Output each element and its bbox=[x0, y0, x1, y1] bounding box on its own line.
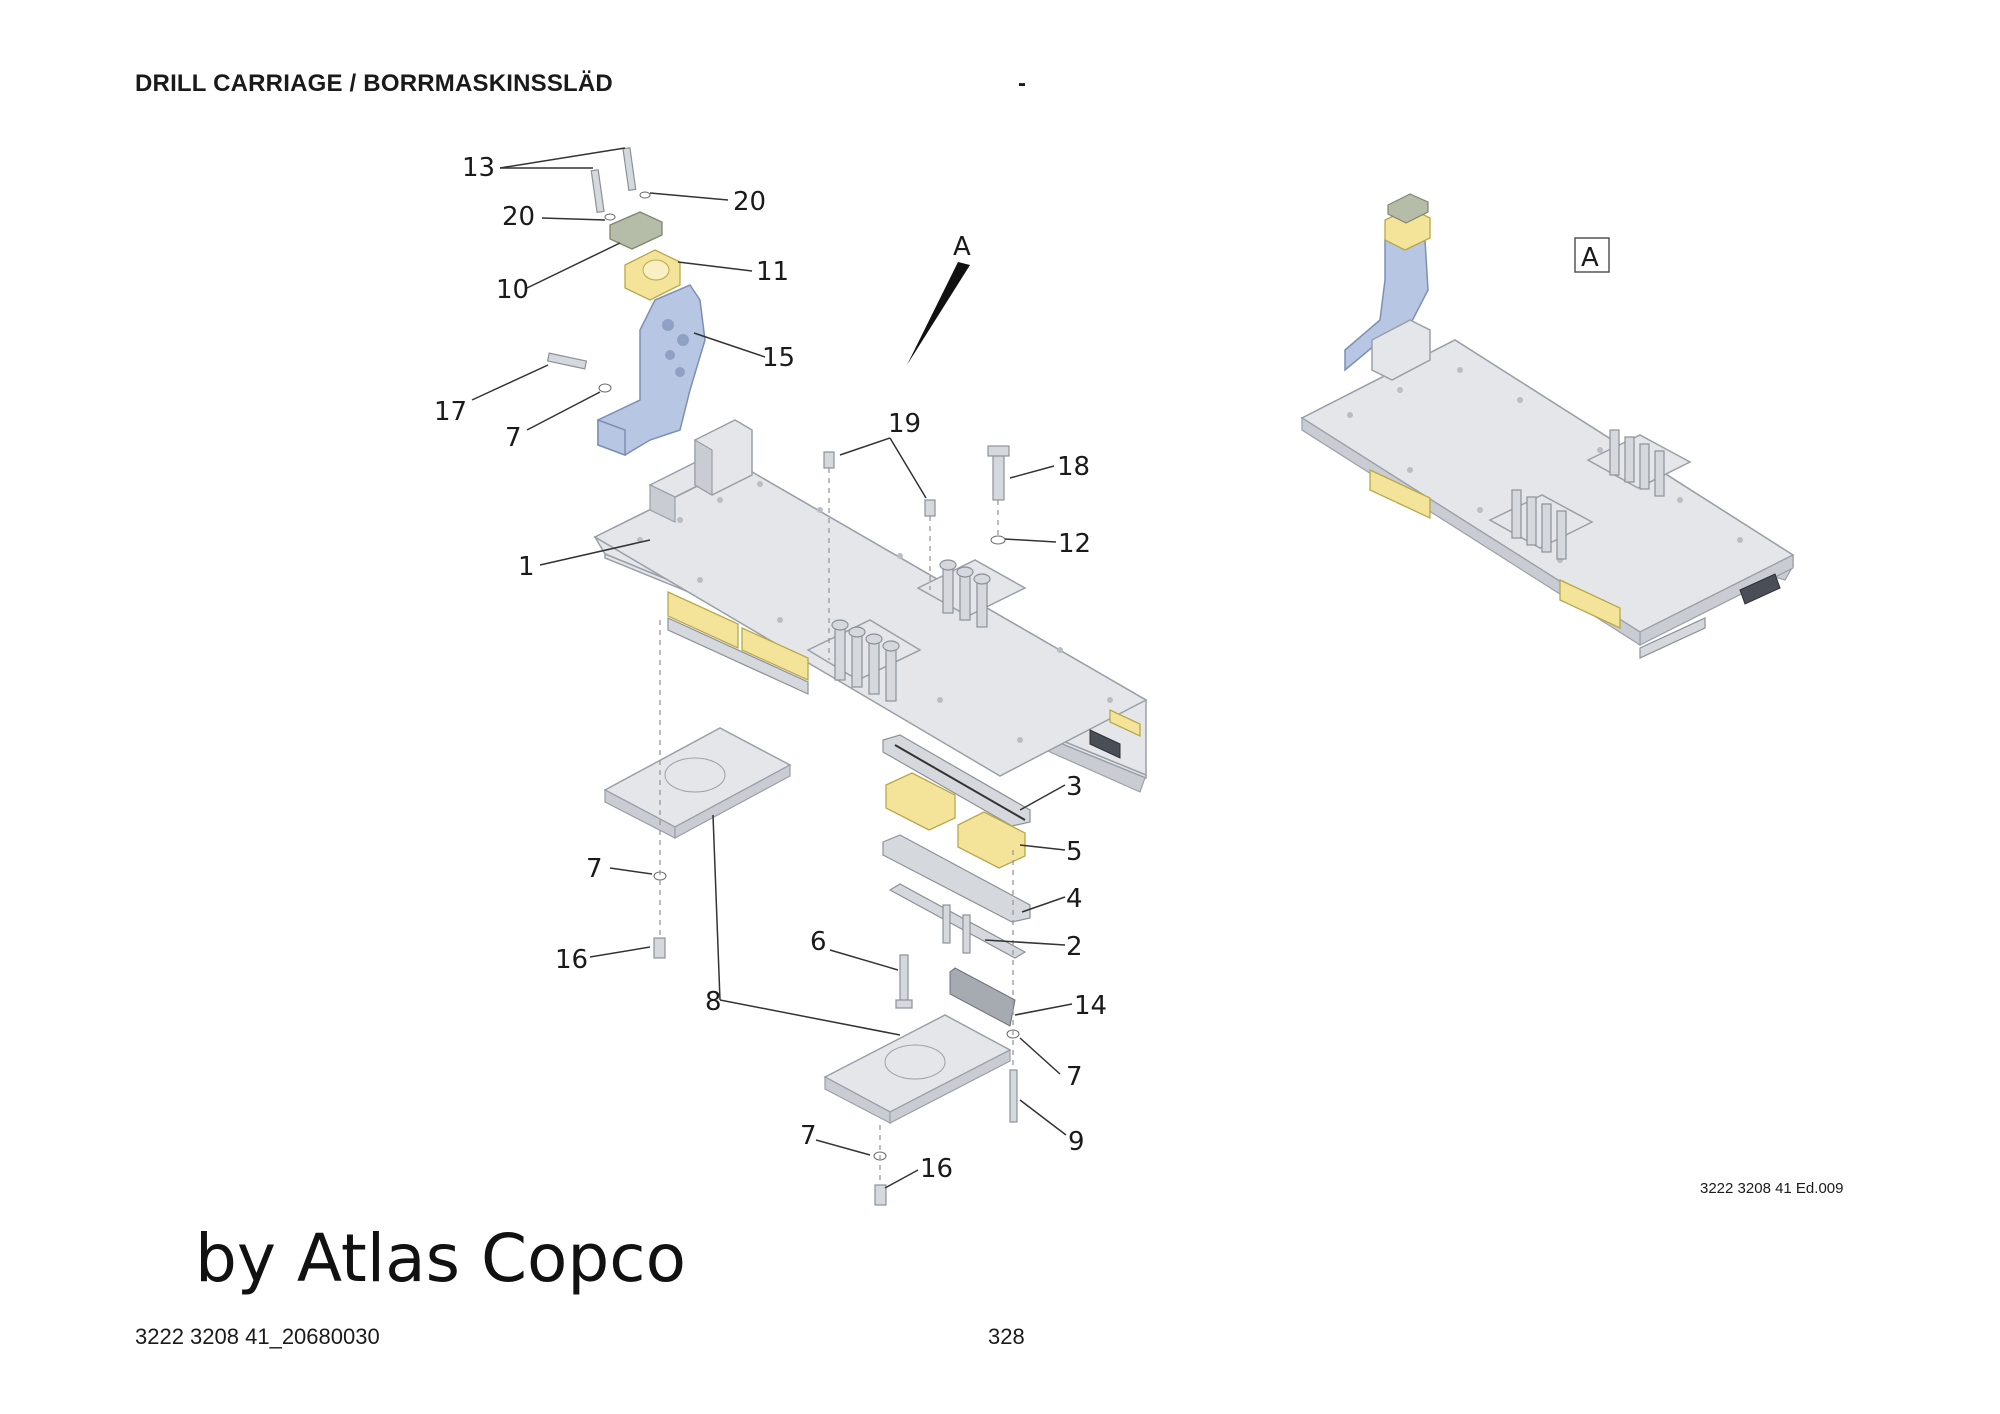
callout-14: 14 bbox=[1074, 991, 1107, 1021]
bracket-bolts bbox=[546, 147, 651, 393]
drawing-code: 3222 3208 41 Ed.009 bbox=[1700, 1180, 1844, 1197]
slide-pads-5 bbox=[885, 772, 1026, 869]
bolt-cluster-rear bbox=[916, 559, 1027, 628]
view-arrow-label: A bbox=[953, 232, 971, 262]
callout-numbers: 13 20 20 10 11 15 17 7 19 18 12 1 3 5 4 … bbox=[434, 153, 1107, 1184]
watermark-text: by Atlas Copco bbox=[195, 1220, 686, 1297]
callout-7-upper-plate: 7 bbox=[586, 854, 603, 884]
footer-page-number: 328 bbox=[988, 1324, 1025, 1349]
callout-6: 6 bbox=[810, 927, 827, 957]
wear-strip-14 bbox=[949, 967, 1016, 1027]
callout-16-lower: 16 bbox=[920, 1154, 953, 1184]
callout-12: 12 bbox=[1058, 529, 1091, 559]
callout-11: 11 bbox=[756, 257, 789, 287]
detail-view-label-text: A bbox=[1581, 243, 1599, 273]
callout-7-bracket: 7 bbox=[505, 423, 522, 453]
callout-2: 2 bbox=[1066, 932, 1083, 962]
rail-4 bbox=[882, 834, 1031, 923]
bracket-part bbox=[597, 284, 706, 457]
assembly-dashed-lines bbox=[659, 468, 1014, 1183]
detail-view-label: A bbox=[1574, 237, 1610, 273]
assembled-view-a bbox=[1300, 193, 1795, 659]
callout-9: 9 bbox=[1068, 1127, 1085, 1157]
callout-3: 3 bbox=[1066, 772, 1083, 802]
rail-3 bbox=[882, 734, 1031, 827]
bolt-cluster-front bbox=[806, 619, 922, 702]
callout-4: 4 bbox=[1066, 884, 1083, 914]
callout-13: 13 bbox=[462, 153, 495, 183]
end-plate-upper-8 bbox=[603, 727, 792, 840]
view-arrow-a: A bbox=[907, 232, 971, 365]
callout-leaders bbox=[471, 147, 1073, 1189]
callout-15: 15 bbox=[762, 343, 795, 373]
bolt-18 bbox=[987, 445, 1010, 545]
under-slide-right bbox=[1089, 708, 1141, 759]
under-slide-left bbox=[667, 590, 809, 695]
plate-2 bbox=[888, 883, 1027, 959]
callout-7-right: 7 bbox=[1066, 1062, 1083, 1092]
header-dash: - bbox=[1018, 70, 1026, 97]
footer-doc-number: 3222 3208 41_20680030 bbox=[135, 1324, 380, 1349]
callout-17: 17 bbox=[434, 397, 467, 427]
callout-19: 19 bbox=[888, 409, 921, 439]
end-plate-lower-8 bbox=[823, 1014, 1012, 1124]
bolt-6 bbox=[895, 954, 913, 1009]
callout-18: 18 bbox=[1057, 452, 1090, 482]
callout-8: 8 bbox=[705, 987, 722, 1017]
clamp-cap-part bbox=[609, 211, 663, 250]
callout-7-lower: 7 bbox=[800, 1121, 817, 1151]
callout-10: 10 bbox=[496, 275, 529, 305]
callout-20-left: 20 bbox=[502, 202, 535, 232]
clamp-block-part bbox=[624, 249, 681, 301]
callout-16-upper: 16 bbox=[555, 945, 588, 975]
callout-5: 5 bbox=[1066, 837, 1083, 867]
callout-20-right: 20 bbox=[733, 187, 766, 217]
page-title: DRILL CARRIAGE / BORRMASKINSSLÄD bbox=[135, 70, 613, 97]
callout-1: 1 bbox=[518, 552, 535, 582]
